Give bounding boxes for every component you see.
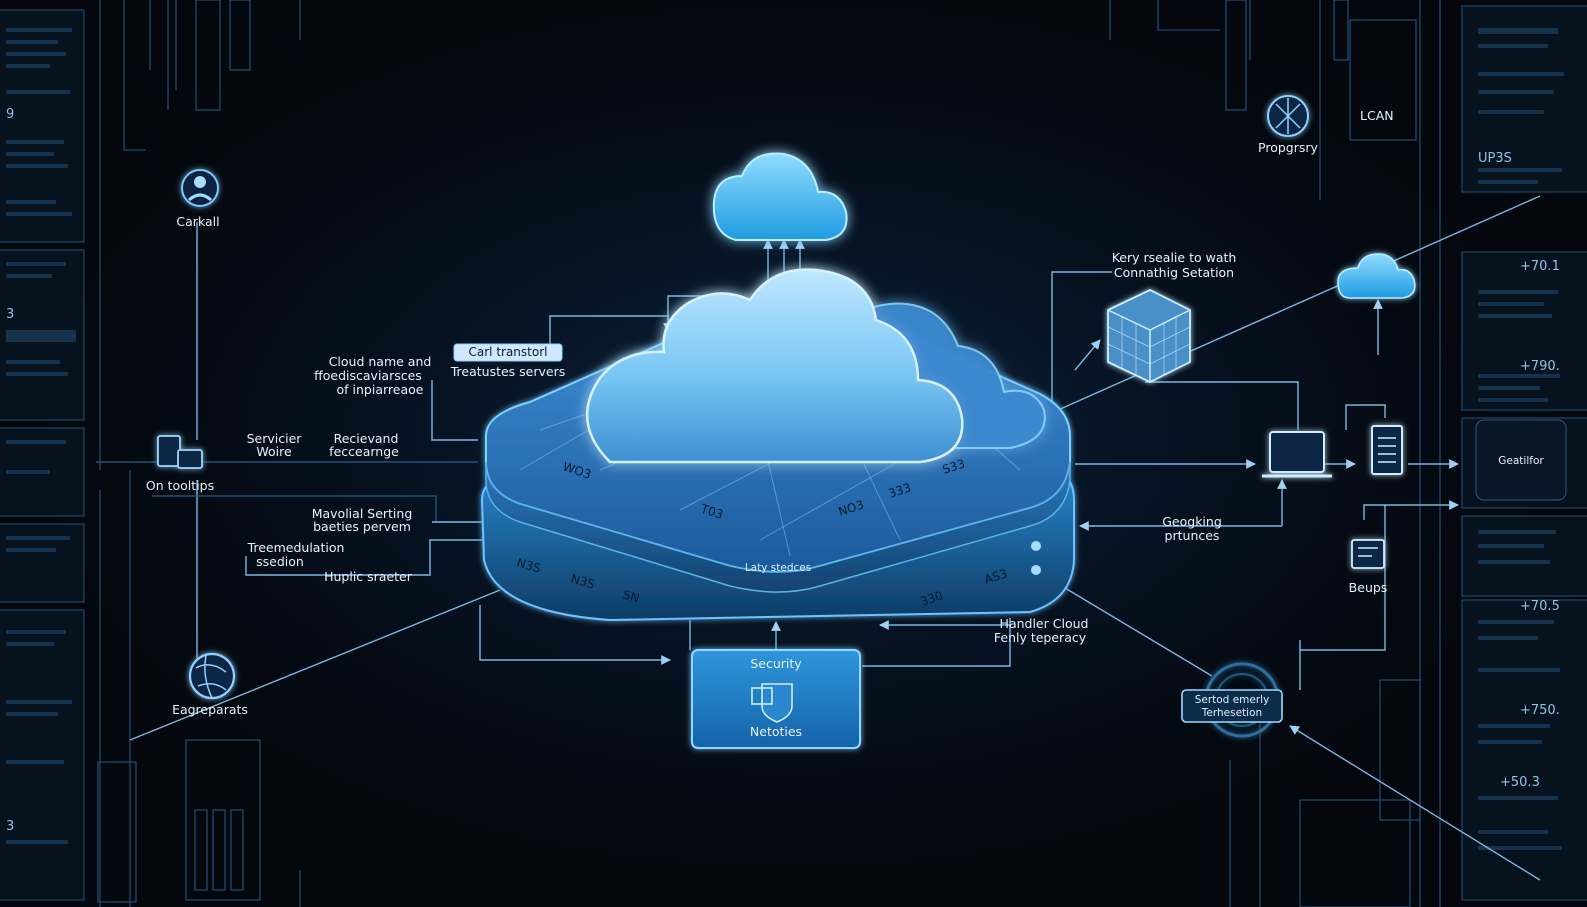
right-cloud bbox=[1337, 253, 1416, 299]
document-icon bbox=[1371, 425, 1403, 475]
right-number-4: +750. bbox=[1520, 703, 1560, 718]
top-left-tag bbox=[453, 343, 563, 362]
mavolial-line1: Mavolial Serting bbox=[312, 506, 413, 521]
lcan-panel-label: LCAN bbox=[1360, 108, 1394, 123]
right-panel-number-label: UP3S bbox=[1478, 151, 1512, 166]
person-label: Carkall bbox=[176, 214, 219, 229]
right-number-3: +70.5 bbox=[1520, 599, 1560, 614]
bottom-right-tag-line1: Sertod emerly bbox=[1195, 694, 1270, 706]
devices-label: On tooltips bbox=[146, 478, 214, 493]
globe-icon bbox=[188, 652, 236, 700]
cloud-name-line1: Cloud name and bbox=[329, 354, 432, 369]
platform-mark-9: 330 bbox=[919, 588, 945, 608]
backup-label: Beups bbox=[1349, 580, 1388, 595]
servicier-line2: Woire bbox=[256, 444, 292, 459]
devices-icon bbox=[157, 435, 203, 469]
huplic-label: Huplic sraeter bbox=[324, 569, 413, 584]
geogking-line1: Geogking bbox=[1162, 514, 1222, 529]
security-subtitle: Netoties bbox=[750, 724, 802, 739]
platform-mark-6: 333 bbox=[887, 480, 913, 500]
platform-mark-8: S33 bbox=[941, 456, 967, 476]
left-rack-decor bbox=[97, 0, 301, 907]
right-number-2: +790. bbox=[1520, 359, 1560, 374]
right-badge-label: Geatilfor bbox=[1498, 455, 1544, 467]
top-cloud bbox=[712, 152, 848, 241]
bottom-right-tag bbox=[1181, 689, 1283, 723]
treemec-line1: Treemedulation bbox=[247, 540, 345, 555]
recievand-line1: Recievand bbox=[334, 431, 399, 446]
platform-node-1 bbox=[1031, 541, 1041, 551]
left-number-3: 3 bbox=[6, 819, 14, 834]
geogking-line2: prtunces bbox=[1165, 528, 1220, 543]
platform-mark-10: AS3 bbox=[983, 566, 1010, 587]
laptop-icon bbox=[1262, 431, 1332, 478]
right-number-5: +50.3 bbox=[1500, 775, 1540, 790]
security-shield-icon bbox=[751, 683, 793, 723]
right-side-panels: UP3S +70.1 +790. +70.5 +750. +50.3 Geati… bbox=[1461, 5, 1587, 901]
platform-mark-2: T03 bbox=[698, 501, 725, 522]
property-label: Propgrsry bbox=[1258, 140, 1318, 155]
security-box bbox=[691, 649, 861, 749]
person-icon bbox=[181, 169, 219, 207]
left-number-1: 9 bbox=[6, 107, 14, 122]
cube-icon bbox=[1107, 288, 1191, 384]
platform-mark-5: SN bbox=[621, 587, 641, 605]
connection-wires bbox=[96, 195, 1541, 881]
right-number-1: +70.1 bbox=[1520, 259, 1560, 274]
right-rack-decor bbox=[1109, 0, 1441, 907]
treemec-line2: ssedion bbox=[256, 554, 304, 569]
layer-center-label: Laty stedces bbox=[745, 562, 811, 574]
left-number-2: 3 bbox=[6, 307, 14, 322]
cloud-name-line2: ffoediscaviarsces bbox=[314, 368, 422, 383]
handler-line1: Handler Cloud bbox=[1000, 616, 1089, 631]
property-icon bbox=[1267, 95, 1309, 137]
bottom-right-tag-line2: Terhesetion bbox=[1201, 707, 1262, 719]
security-title: Security bbox=[750, 656, 802, 671]
mavolial-line2: baeties pervem bbox=[313, 519, 411, 534]
cloud-name-line3: of inpiarreaoe bbox=[337, 382, 424, 397]
platform-node-2 bbox=[1031, 565, 1041, 575]
right-badge-box bbox=[1475, 419, 1567, 501]
kery-label-line2: Connathig Setation bbox=[1114, 265, 1234, 280]
kery-label-line1: Kery rsealie to wath bbox=[1112, 250, 1237, 265]
platform-marks: WO3 T03 N3S N3S SN 333 NO3 S33 330 AS3 L… bbox=[515, 456, 1041, 609]
recievand-line2: feccearnge bbox=[329, 444, 399, 459]
central-cloud bbox=[585, 268, 1046, 464]
top-left-tag-label: Carl transtorl bbox=[469, 345, 548, 359]
platform-mark-4: N3S bbox=[569, 571, 596, 591]
handler-line2: Fenly teperacy bbox=[994, 630, 1087, 645]
servicier-line1: Servicier bbox=[247, 431, 303, 446]
left-side-panels: 9 3 3 bbox=[0, 9, 85, 901]
backup-device-icon bbox=[1351, 539, 1385, 569]
platform-mark-3: N3S bbox=[515, 555, 542, 575]
globe-label: Eagreparats bbox=[172, 702, 248, 717]
top-left-tag-sub: Treatustes servers bbox=[450, 364, 566, 379]
